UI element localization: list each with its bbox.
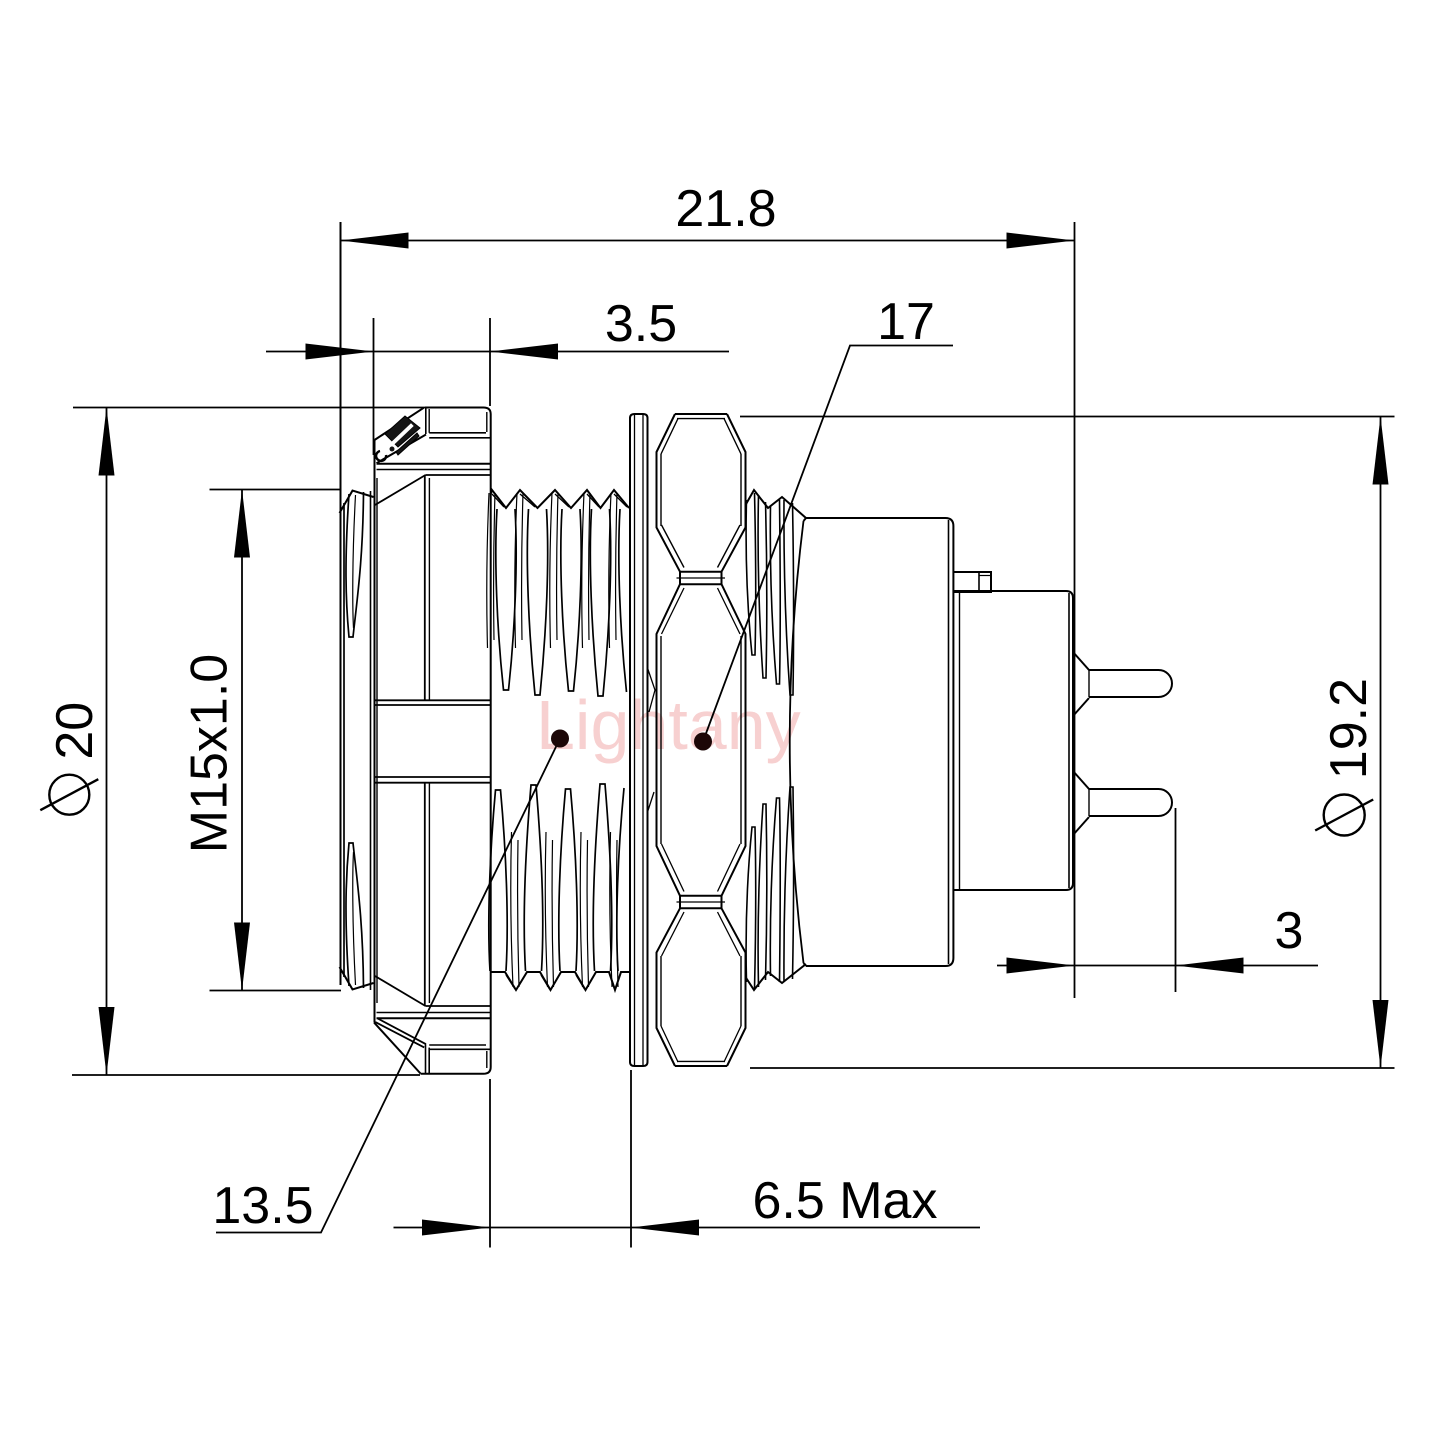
- svg-text:Lightany: Lightany: [536, 686, 801, 764]
- svg-text:13.5: 13.5: [212, 1177, 313, 1235]
- svg-text:3: 3: [1275, 902, 1304, 960]
- svg-text:21.8: 21.8: [675, 180, 776, 238]
- svg-text:6.5 Max: 6.5 Max: [753, 1172, 938, 1230]
- svg-text:20: 20: [46, 702, 104, 760]
- svg-text:3.5: 3.5: [605, 295, 677, 353]
- svg-text:17: 17: [877, 293, 935, 351]
- svg-text:M15x1.0: M15x1.0: [181, 654, 239, 853]
- svg-text:19.2: 19.2: [1320, 678, 1378, 779]
